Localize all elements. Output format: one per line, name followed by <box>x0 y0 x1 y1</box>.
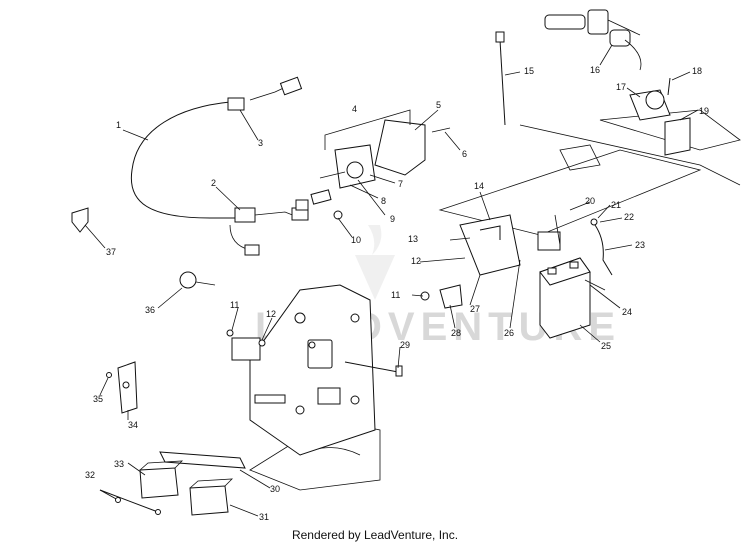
connector-36 <box>179 271 216 289</box>
callout-35: 35 <box>93 394 103 404</box>
callout-25: 25 <box>601 341 611 351</box>
callout-31: 31 <box>259 512 269 522</box>
callout-33: 33 <box>114 459 124 469</box>
callout-7: 7 <box>398 179 403 189</box>
leader-lines <box>84 44 699 517</box>
bolt-29 <box>344 361 403 377</box>
relay-module <box>226 329 266 361</box>
bracket-34 <box>106 361 138 414</box>
callout-20: 20 <box>585 196 595 206</box>
callout-37: 37 <box>106 247 116 257</box>
wiring-harness <box>130 76 309 256</box>
callout-28: 28 <box>451 328 461 338</box>
callout-12a: 12 <box>266 309 276 319</box>
callout-18: 18 <box>692 66 702 76</box>
callout-29: 29 <box>400 340 410 350</box>
callout-13: 13 <box>408 234 418 244</box>
callout-8: 8 <box>381 196 386 206</box>
callout-12b: 12 <box>411 256 421 266</box>
callout-11a: 11 <box>230 300 239 310</box>
callout-9: 9 <box>390 214 395 224</box>
battery-cable <box>590 218 613 276</box>
pad-33 <box>139 460 184 499</box>
callout-36: 36 <box>145 305 155 315</box>
callout-4: 4 <box>352 104 357 114</box>
group-brace-4 <box>324 109 411 150</box>
callout-6: 6 <box>462 149 467 159</box>
callout-14: 14 <box>474 181 484 191</box>
battery <box>539 257 606 339</box>
callout-24: 24 <box>622 307 632 317</box>
mounting-plate <box>249 284 376 456</box>
callout-30: 30 <box>270 484 280 494</box>
battery-tray <box>459 214 561 276</box>
footer-credit: Rendered by LeadVenture, Inc. <box>291 528 459 542</box>
callout-21: 21 <box>611 200 621 210</box>
callout-26: 26 <box>504 328 514 338</box>
callout-10: 10 <box>351 235 361 245</box>
callout-27: 27 <box>470 304 480 314</box>
watermark-logo <box>355 225 395 300</box>
callout-34: 34 <box>128 420 138 430</box>
handlebar-switch <box>544 9 642 71</box>
fuse-bracket <box>420 284 463 309</box>
callout-15: 15 <box>524 66 534 76</box>
callout-17: 17 <box>616 82 626 92</box>
callouts: 1 2 3 4 5 6 7 8 9 10 11 11 12 12 13 14 1… <box>85 65 709 522</box>
rod-part <box>495 31 506 126</box>
tail-light-assembly <box>295 119 451 220</box>
callout-11b: 11 <box>391 290 400 300</box>
trim-strip-30 <box>159 451 246 469</box>
callout-23: 23 <box>635 240 645 250</box>
screws-32 <box>99 489 161 515</box>
callout-16: 16 <box>590 65 600 75</box>
callout-1: 1 <box>116 120 121 130</box>
ignition-switch <box>629 77 691 156</box>
callout-19: 19 <box>699 106 709 116</box>
callout-5: 5 <box>436 100 441 110</box>
callout-32: 32 <box>85 470 95 480</box>
clip-37 <box>71 207 89 233</box>
callout-3: 3 <box>258 138 263 148</box>
callout-22: 22 <box>624 212 634 222</box>
callout-2: 2 <box>211 178 216 188</box>
pad-31 <box>189 478 234 516</box>
